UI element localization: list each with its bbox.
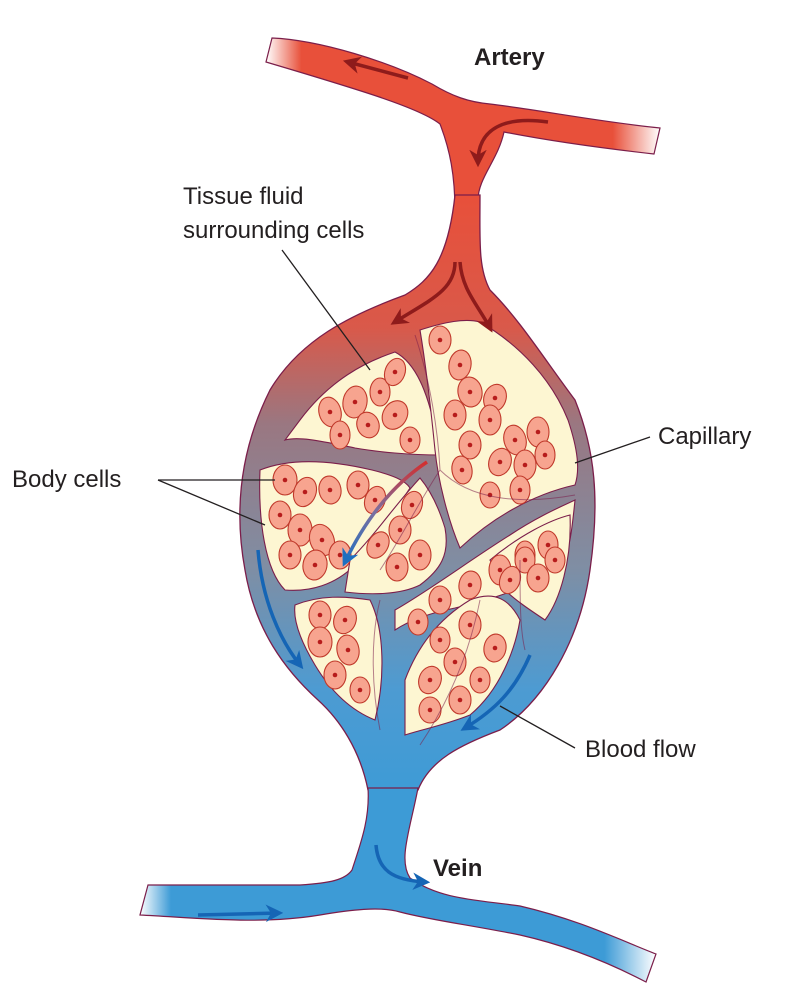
cell-nucleus <box>553 558 558 563</box>
label-tissue-fluid-line2: surrounding cells <box>183 217 364 245</box>
cell-nucleus <box>298 528 303 533</box>
vein-horizontal-arrow <box>198 913 278 915</box>
label-artery: Artery <box>474 44 545 72</box>
cell-nucleus <box>346 648 351 653</box>
cell-nucleus <box>498 568 503 573</box>
cell-nucleus <box>313 563 318 568</box>
cell-nucleus <box>393 413 398 418</box>
blood-flow-leader <box>500 706 575 748</box>
cell-nucleus <box>338 433 343 438</box>
cell-nucleus <box>536 430 541 435</box>
cell-nucleus <box>428 678 433 683</box>
cell-nucleus <box>318 613 323 618</box>
cell-nucleus <box>318 640 323 645</box>
cell-nucleus <box>508 578 513 583</box>
cell-nucleus <box>453 660 458 665</box>
cell-nucleus <box>358 688 363 693</box>
cell-nucleus <box>343 618 348 623</box>
cell-nucleus <box>493 396 498 401</box>
cell-nucleus <box>395 565 400 570</box>
cell-nucleus <box>478 678 483 683</box>
cell-nucleus <box>513 438 518 443</box>
cell-nucleus <box>410 503 415 508</box>
cell-nucleus <box>418 553 423 558</box>
cell-nucleus <box>353 400 358 405</box>
cell-nucleus <box>356 483 361 488</box>
cell-nucleus <box>458 698 463 703</box>
vein-vessel <box>140 788 656 982</box>
cell-nucleus <box>283 478 288 483</box>
cell-nucleus <box>333 673 338 678</box>
label-capillary: Capillary <box>658 423 751 451</box>
cell-nucleus <box>468 623 473 628</box>
cell-nucleus <box>536 576 541 581</box>
cell-nucleus <box>278 513 283 518</box>
cell-nucleus <box>523 463 528 468</box>
cell-nucleus <box>376 543 381 548</box>
cell-nucleus <box>303 490 308 495</box>
cell-nucleus <box>543 453 548 458</box>
cell-nucleus <box>546 543 551 548</box>
label-vein: Vein <box>433 855 482 883</box>
cell-nucleus <box>366 423 371 428</box>
cell-nucleus <box>488 418 493 423</box>
cell-nucleus <box>468 390 473 395</box>
cell-nucleus <box>438 338 443 343</box>
cell-nucleus <box>288 553 293 558</box>
cell-nucleus <box>378 390 383 395</box>
cell-nucleus <box>393 370 398 375</box>
label-body-cells: Body cells <box>12 466 121 494</box>
cell-nucleus <box>468 583 473 588</box>
label-tissue-fluid-line1: Tissue fluid <box>183 183 304 211</box>
cell-nucleus <box>493 646 498 651</box>
cell-nucleus <box>416 620 421 625</box>
cell-nucleus <box>408 438 413 443</box>
cell-nucleus <box>320 538 325 543</box>
cell-nucleus <box>458 363 463 368</box>
cell-nucleus <box>328 410 333 415</box>
cell-nucleus <box>453 413 458 418</box>
cell-nucleus <box>518 488 523 493</box>
cell-nucleus <box>438 638 443 643</box>
cell-nucleus <box>428 708 433 713</box>
cell-nucleus <box>398 528 403 533</box>
cell-nucleus <box>338 553 343 558</box>
cell-nucleus <box>523 558 528 563</box>
cell-nucleus <box>498 460 503 465</box>
cell-nucleus <box>328 488 333 493</box>
cell-nucleus <box>373 498 378 503</box>
cell-nucleus <box>460 468 465 473</box>
artery-vessel <box>266 38 660 212</box>
label-blood-flow: Blood flow <box>585 736 696 764</box>
cell-nucleus <box>468 443 473 448</box>
cell-nucleus <box>438 598 443 603</box>
